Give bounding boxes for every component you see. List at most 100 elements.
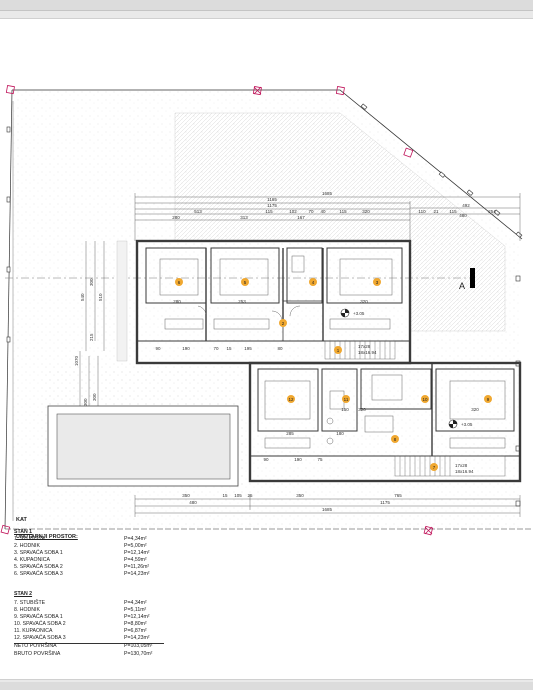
svg-text:280: 280 bbox=[172, 215, 180, 220]
room-markers: 1 2 3 4 5 6 7 8 9 10 11 bbox=[175, 278, 492, 471]
unit-1-furniture bbox=[159, 255, 393, 330]
dimension-labels-top: 1685 1165 1175 492 480 513 313 115 102 7… bbox=[172, 191, 496, 220]
svg-text:102: 102 bbox=[289, 209, 297, 214]
svg-text:15: 15 bbox=[222, 493, 228, 498]
svg-text:510: 510 bbox=[98, 293, 103, 301]
svg-text:15: 15 bbox=[226, 346, 232, 351]
svg-text:6: 6 bbox=[178, 280, 181, 285]
svg-text:765: 765 bbox=[394, 493, 402, 498]
room-dimension-labels: 280 253 320 320 320 90 190 70 15 195 80 … bbox=[155, 299, 479, 462]
svg-text:350: 350 bbox=[182, 493, 190, 498]
svg-text:12: 12 bbox=[288, 397, 294, 402]
svg-text:285: 285 bbox=[286, 431, 294, 436]
dimension-lines-bottom bbox=[134, 495, 521, 517]
svg-text:190: 190 bbox=[294, 457, 302, 462]
svg-text:3: 3 bbox=[376, 280, 379, 285]
svg-text:110: 110 bbox=[418, 209, 426, 214]
svg-text:115: 115 bbox=[265, 209, 273, 214]
svg-text:8: 8 bbox=[394, 437, 397, 442]
svg-text:1175: 1175 bbox=[380, 500, 390, 505]
svg-text:4: 4 bbox=[312, 280, 315, 285]
boundary-posts bbox=[6, 103, 523, 507]
stairs-2-dim-a: 17x28 bbox=[455, 463, 468, 468]
stan-1-heading: STAN 1 bbox=[14, 529, 33, 535]
svg-text:40: 40 bbox=[320, 209, 326, 214]
svg-text:215: 215 bbox=[89, 333, 94, 341]
svg-text:9: 9 bbox=[487, 397, 490, 402]
unit-2-stairs bbox=[394, 455, 506, 477]
svg-text:80: 80 bbox=[277, 346, 283, 351]
svg-text:21: 21 bbox=[433, 209, 439, 214]
svg-text:320: 320 bbox=[358, 407, 366, 412]
svg-text:320: 320 bbox=[362, 209, 370, 214]
svg-text:1070: 1070 bbox=[74, 355, 79, 366]
level-label-1: +3.05 bbox=[353, 311, 365, 316]
svg-text:492: 492 bbox=[462, 203, 470, 208]
lawn-strip-left bbox=[116, 240, 128, 362]
stairs-2-dim-b: 18x16.94 bbox=[455, 469, 474, 474]
svg-text:105: 105 bbox=[234, 493, 242, 498]
svg-text:1175: 1175 bbox=[267, 203, 277, 208]
unit-1-stairs bbox=[324, 340, 396, 360]
level-marker-2 bbox=[448, 419, 458, 429]
svg-text:253: 253 bbox=[238, 299, 246, 304]
viewer-top-bar bbox=[0, 0, 533, 11]
svg-text:1685: 1685 bbox=[322, 507, 333, 512]
svg-text:75: 75 bbox=[317, 457, 323, 462]
stairs-1-dim-b: 18x16.94 bbox=[358, 350, 377, 355]
svg-text:1685: 1685 bbox=[322, 191, 333, 196]
floor-label: KAT bbox=[16, 517, 27, 523]
viewer-bottom-bar bbox=[0, 682, 533, 690]
svg-text:300: 300 bbox=[89, 278, 94, 286]
dimension-lines-top bbox=[134, 193, 521, 241]
drawing-page: A 1685 1165 1175 492 480 513 bbox=[0, 18, 533, 680]
svg-text:70: 70 bbox=[308, 209, 314, 214]
svg-text:320: 320 bbox=[360, 299, 368, 304]
svg-text:150: 150 bbox=[341, 407, 349, 412]
svg-text:1165: 1165 bbox=[267, 197, 277, 202]
dimension-labels-bottom: 350 15 105 25 350 765 480 1175 1685 bbox=[182, 493, 402, 512]
svg-text:2: 2 bbox=[282, 321, 285, 326]
svg-text:254: 254 bbox=[488, 209, 496, 214]
svg-text:10: 10 bbox=[422, 397, 428, 402]
section-marker-label: A bbox=[459, 281, 465, 291]
svg-text:195: 195 bbox=[244, 346, 252, 351]
svg-text:25: 25 bbox=[247, 493, 253, 498]
swimming-pool bbox=[47, 405, 239, 487]
svg-text:280: 280 bbox=[173, 299, 181, 304]
floor-plan-drawing: A 1685 1165 1175 492 480 513 bbox=[0, 85, 533, 536]
stairs-1-dim-a: 17x28 bbox=[358, 344, 371, 349]
svg-text:90: 90 bbox=[263, 457, 269, 462]
svg-text:350: 350 bbox=[296, 493, 304, 498]
level-label-2: +3.05 bbox=[461, 422, 473, 427]
svg-text:5: 5 bbox=[244, 280, 247, 285]
svg-text:11: 11 bbox=[344, 397, 349, 402]
svg-text:70: 70 bbox=[213, 346, 219, 351]
level-marker-1 bbox=[340, 308, 350, 318]
svg-text:540: 540 bbox=[80, 293, 85, 301]
svg-text:480: 480 bbox=[189, 500, 197, 505]
svg-text:180: 180 bbox=[336, 431, 344, 436]
svg-text:167: 167 bbox=[297, 215, 305, 220]
stan-2-heading: STAN 2 bbox=[14, 591, 33, 597]
svg-text:115: 115 bbox=[449, 209, 457, 214]
svg-text:90: 90 bbox=[155, 346, 161, 351]
svg-text:115: 115 bbox=[339, 209, 347, 214]
section-line: A bbox=[5, 268, 475, 291]
svg-text:1: 1 bbox=[337, 348, 340, 353]
svg-text:320: 320 bbox=[471, 407, 479, 412]
